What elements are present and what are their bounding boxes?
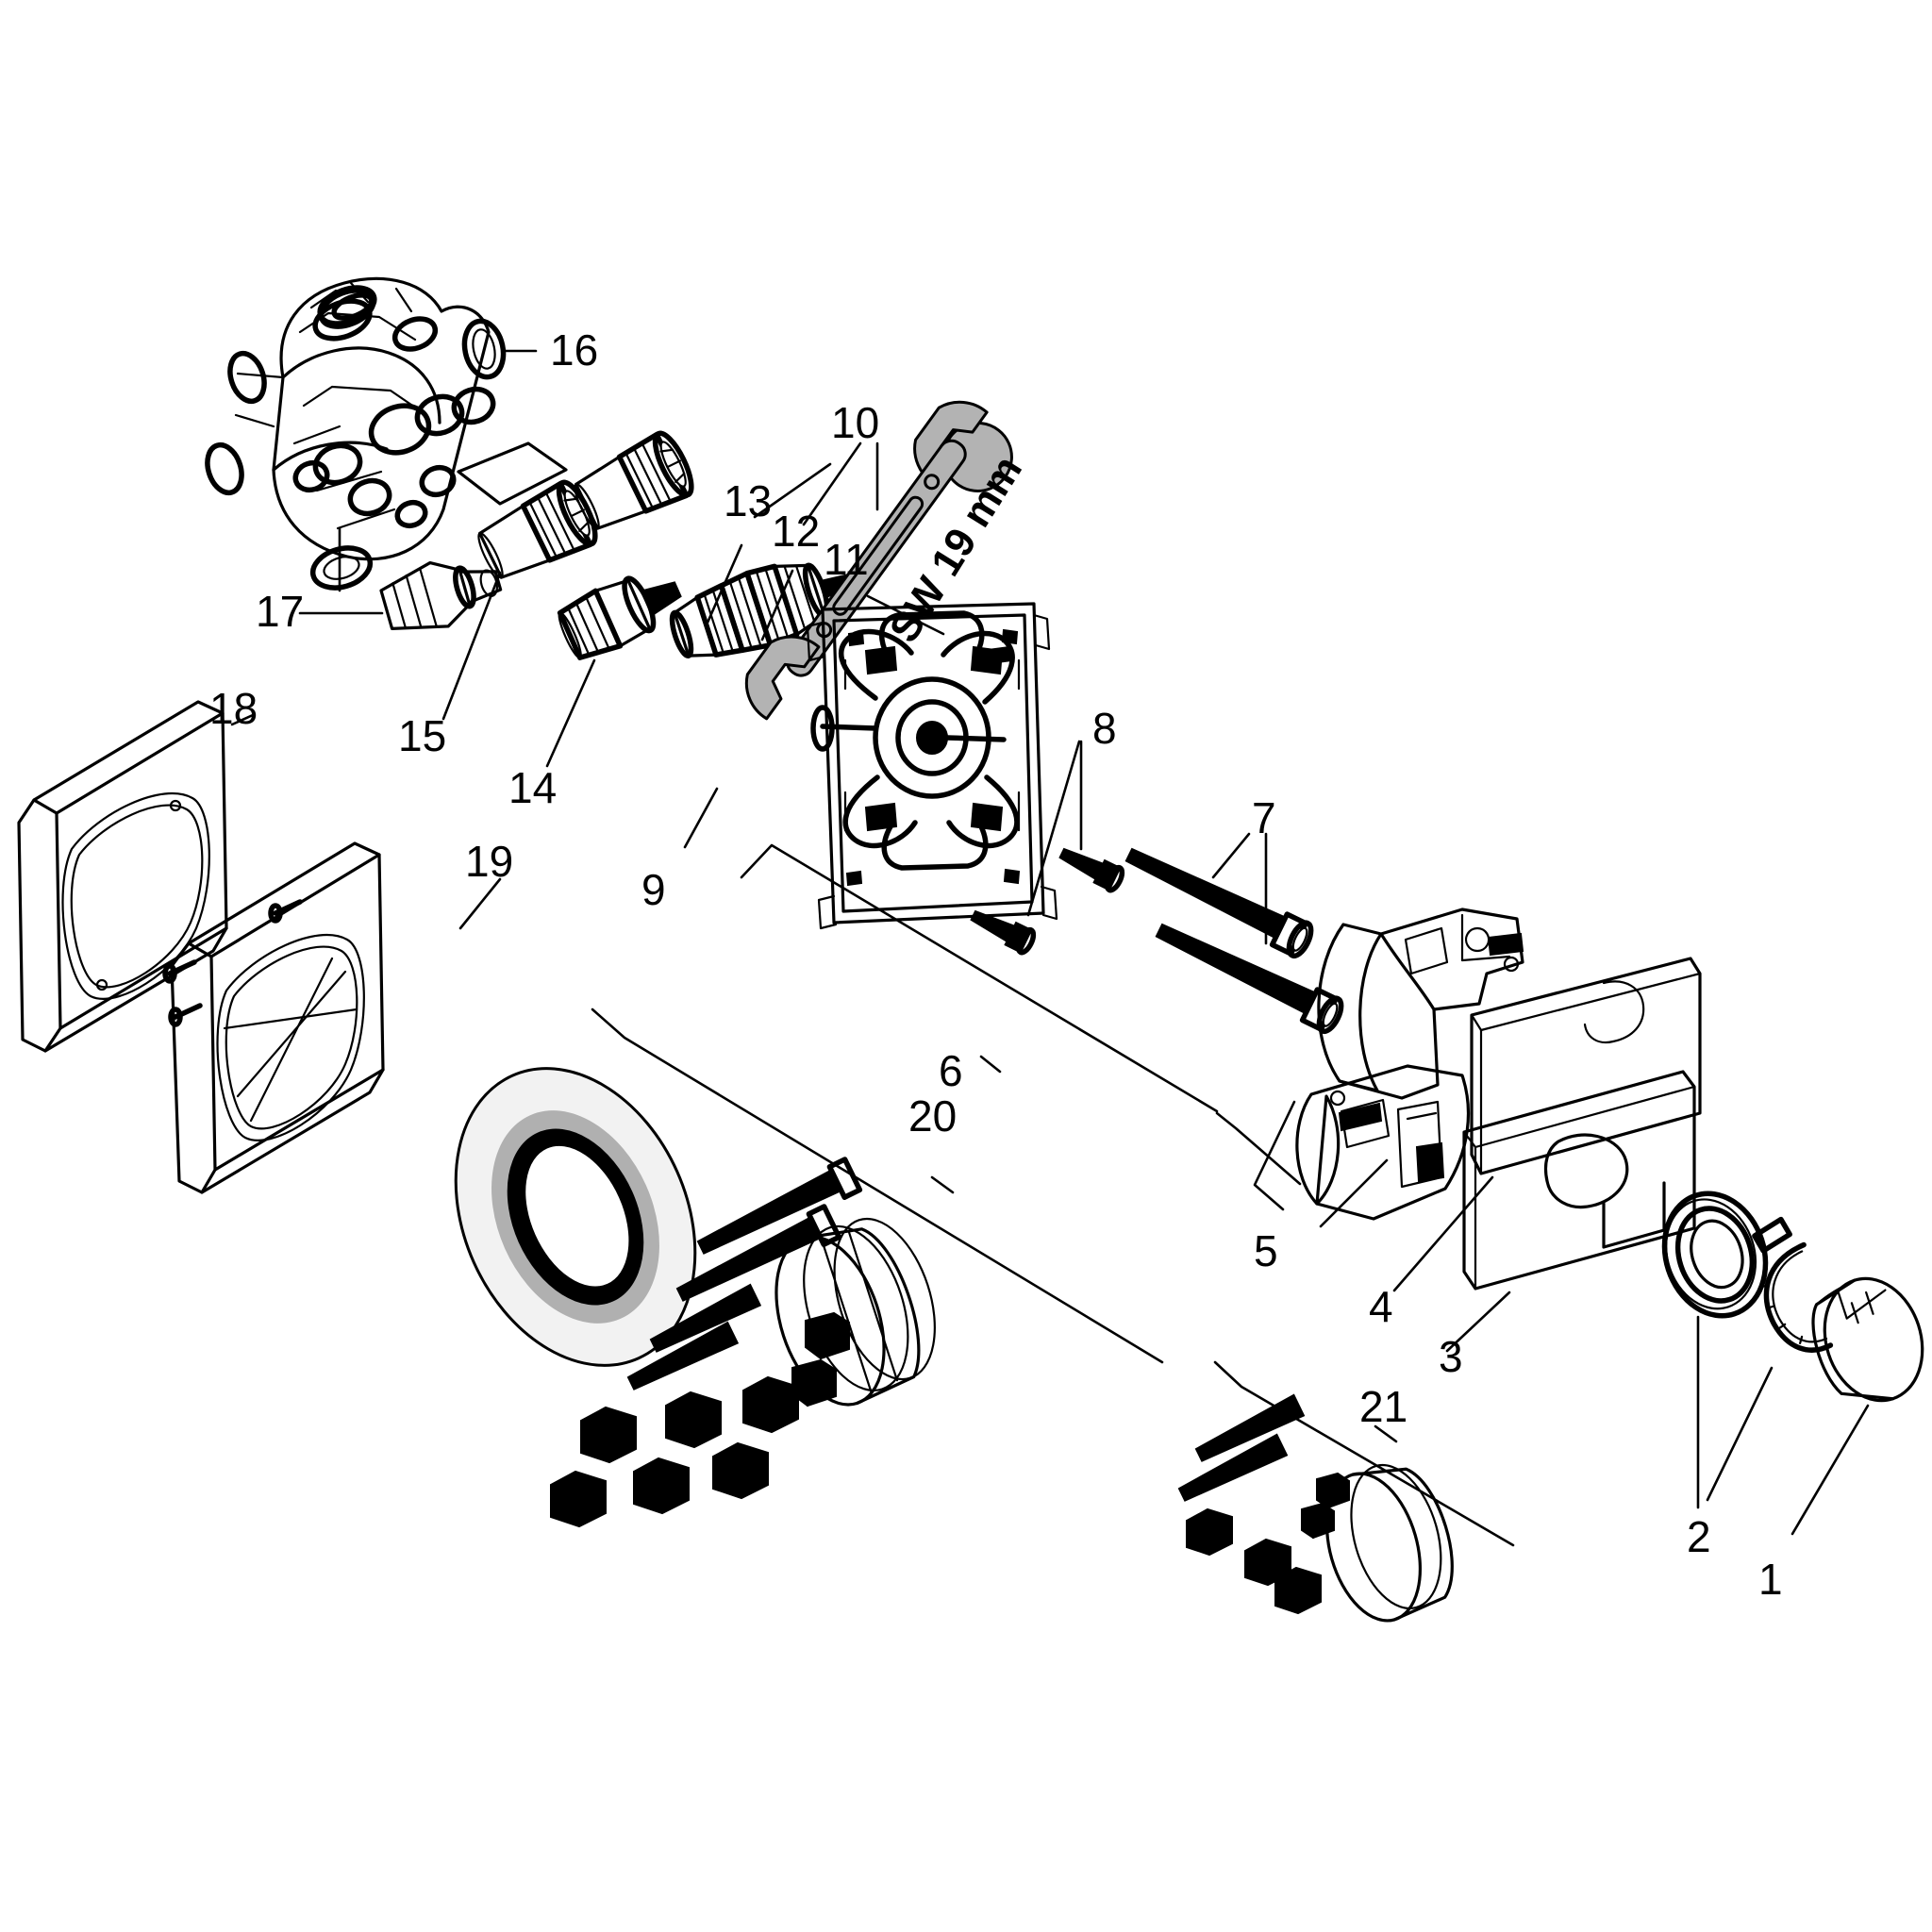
part-7-long-screws: [1124, 832, 1344, 1035]
leader-20-tick: [930, 1175, 955, 1194]
callout-11: 11: [824, 535, 869, 584]
callout-12: 12: [772, 507, 821, 556]
leader-5-tail: [1319, 1158, 1389, 1228]
part-16-oring: [461, 318, 507, 380]
leader-8-b: [1026, 740, 1081, 917]
part-1-handle-cap: [1790, 1276, 1924, 1536]
part-15-check-valves: [441, 430, 694, 721]
leader-9: [683, 787, 719, 849]
clip-group-20: [550, 1375, 799, 1528]
leader-4: [1392, 1175, 1494, 1292]
callout-1: 1: [1758, 1555, 1783, 1604]
part-rough-in-body: [205, 276, 568, 561]
clip-group-21: [1186, 1507, 1322, 1615]
leader-21-tick: [1374, 1424, 1398, 1443]
part-5-adapter-shells: [1215, 908, 1524, 1228]
callout-15: 15: [398, 711, 447, 760]
callout-9: 9: [641, 865, 666, 914]
part-4-foam-gasket: [1392, 957, 1702, 1292]
leader-3: [1445, 1291, 1511, 1353]
callout-3: 3: [1439, 1332, 1463, 1381]
leader-18: [230, 713, 255, 726]
leader-6-bracket: [740, 843, 1219, 1113]
callout-4: 4: [1369, 1282, 1393, 1331]
leader-13: [706, 543, 743, 625]
callout-10: 10: [831, 398, 880, 447]
leader-15: [441, 571, 502, 721]
leader-12: [760, 569, 794, 641]
leader-6-tick: [979, 1055, 1002, 1074]
part-17-plug: [298, 526, 503, 630]
leader-2-b: [1706, 1366, 1774, 1502]
leader-5-bracket-a: [1215, 1111, 1302, 1186]
part-3-backing-plate: [1445, 1070, 1696, 1353]
callout-5: 5: [1254, 1226, 1278, 1275]
leader-5-bracket-b: [1253, 1100, 1296, 1211]
part-14-cartridge: [545, 575, 682, 768]
callout-2: 2: [1687, 1512, 1711, 1561]
leader-20-bracket: [591, 1008, 1164, 1364]
part-18-escutcheon-outer: [17, 700, 255, 1053]
part-20-extension-kit: [454, 1008, 1164, 1528]
leader-12-angled: [802, 441, 862, 526]
part-8-short-screws: [970, 740, 1125, 956]
callout-16: 16: [550, 325, 599, 375]
callout-21: 21: [1359, 1382, 1408, 1431]
open-end-wrench-icon: [744, 400, 1013, 721]
callout-18: 18: [209, 684, 258, 733]
callout-6: 6: [939, 1046, 963, 1095]
leader-1: [1790, 1404, 1870, 1536]
callout-19: 19: [465, 837, 514, 886]
leader-7-a: [1211, 832, 1251, 879]
leader-13-angled: [753, 462, 832, 519]
callout-8: 8: [1092, 704, 1117, 753]
part-oring-top: [317, 285, 377, 326]
callout-13: 13: [724, 476, 773, 525]
leader-14: [545, 658, 596, 768]
leader-19: [458, 877, 502, 930]
callout-17: 17: [256, 587, 305, 636]
part-21-extension-kit-small: [1177, 1360, 1515, 1623]
part-9-base-plate: [683, 602, 1219, 1113]
part-19-escutcheon-inner: [162, 841, 502, 1194]
callout-20: 20: [908, 1091, 958, 1141]
part-2-handle-ring: [1661, 1191, 1834, 1509]
leader-21-bracket: [1213, 1360, 1515, 1547]
callout-14: 14: [508, 763, 558, 812]
callout-7: 7: [1252, 793, 1276, 842]
